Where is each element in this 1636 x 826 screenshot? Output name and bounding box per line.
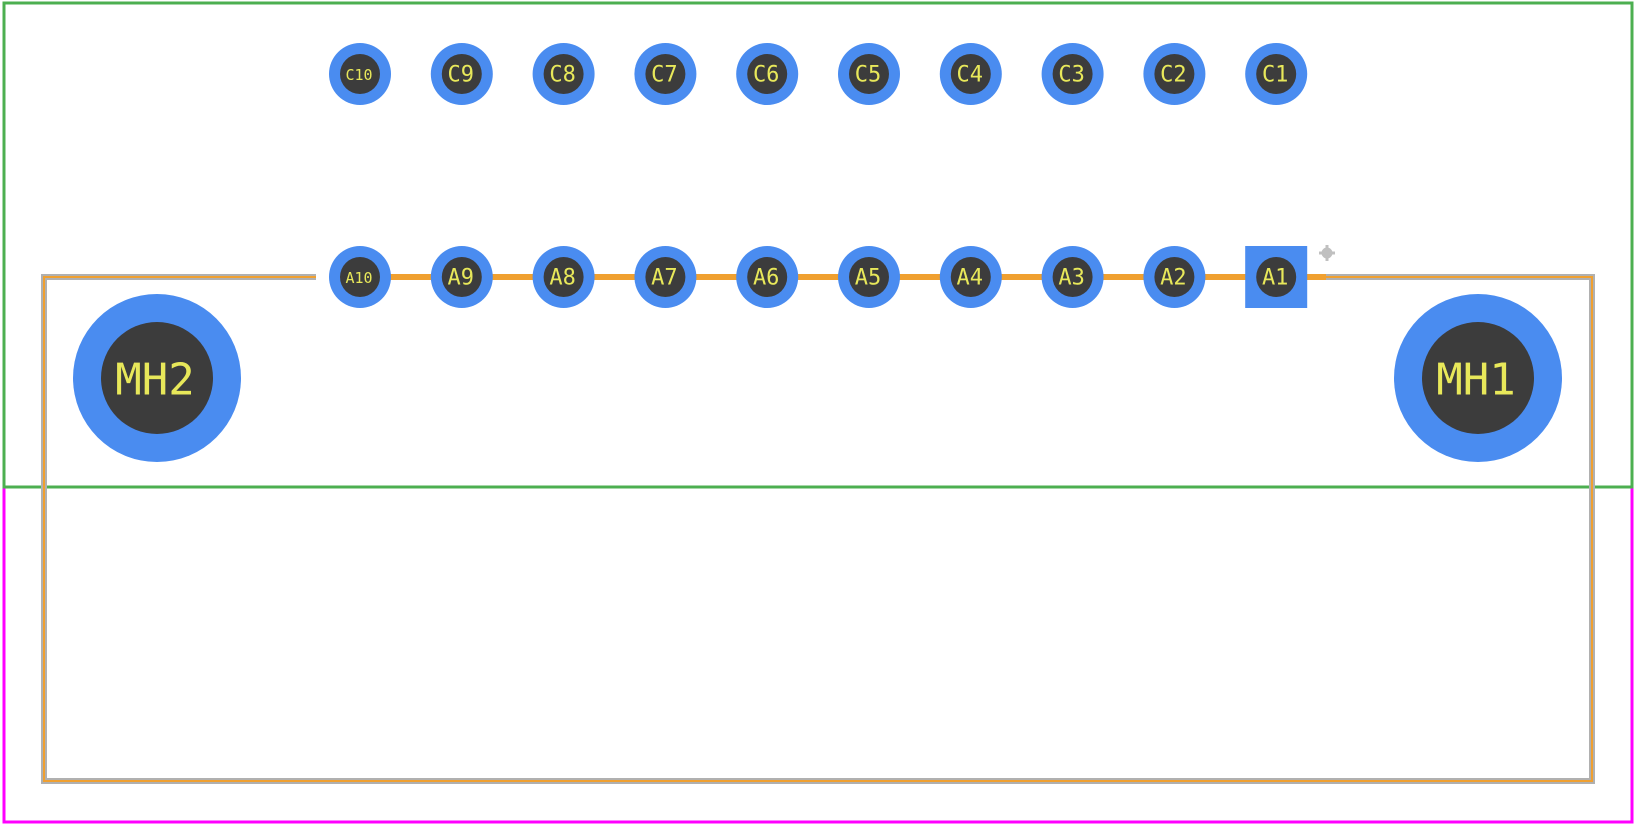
pad-c10[interactable]: C10 [329, 43, 391, 105]
pad-c9-drill [441, 54, 482, 94]
pad-c6-drill [747, 54, 788, 94]
pad-a9-drill [441, 257, 482, 297]
pad-a7-drill [645, 257, 686, 297]
pad-a5-drill [849, 257, 889, 297]
pad-a6-drill [747, 257, 788, 297]
pad-c1-drill [1256, 54, 1297, 94]
silkscreen-outline [43, 276, 1593, 782]
pad-a10-drill [340, 257, 380, 297]
pad-a4-label: A4 [957, 266, 984, 291]
pad-a10[interactable]: A10 [329, 246, 391, 308]
pad-a7-label: A7 [651, 266, 678, 291]
pad-a1-drill [1256, 257, 1297, 297]
pad-row-c: C10 C9 C8 C7 C6 C5 C4 C3 C2 C1 [329, 43, 1308, 105]
pad-c1-label: C1 [1262, 63, 1289, 88]
pad-c5[interactable]: C5 [838, 43, 900, 105]
pad-c3[interactable]: C3 [1041, 43, 1104, 105]
mounting-hole-left[interactable]: MH2 [73, 294, 241, 462]
pad-a5[interactable]: A5 [838, 246, 900, 308]
body-outline [41, 274, 1595, 784]
pad-c4[interactable]: C4 [939, 43, 1002, 105]
pad-a4-drill [950, 257, 991, 297]
pad-a1[interactable]: A1 [1245, 246, 1308, 308]
pad-c9-label: C9 [448, 63, 475, 88]
pad-c10-label: C10 [345, 66, 372, 84]
pad-a9-label: A9 [448, 266, 475, 291]
pad-a6-label: A6 [753, 266, 780, 291]
pad-c7-drill [645, 54, 686, 94]
pad-c1[interactable]: C1 [1245, 43, 1308, 105]
pad-c9[interactable]: C9 [430, 43, 493, 105]
pad-a7[interactable]: A7 [634, 246, 697, 308]
pad-a4[interactable]: A4 [939, 246, 1002, 308]
pad-c3-drill [1052, 54, 1093, 94]
pad-c4-drill [950, 54, 991, 94]
pad-a3[interactable]: A3 [1041, 246, 1104, 308]
pad-a3-label: A3 [1058, 266, 1085, 291]
pad-a8[interactable]: A8 [532, 246, 595, 308]
mounting-hole-left-label: MH2 [115, 355, 194, 406]
pad-c8-label: C8 [549, 63, 576, 88]
pad-c7-label: C7 [651, 63, 678, 88]
pad-c8-drill [543, 54, 584, 94]
pad-a3-drill [1052, 257, 1093, 297]
pad-c5-drill [849, 54, 889, 94]
pad-a2-drill [1154, 257, 1195, 297]
pad-c2-label: C2 [1160, 63, 1187, 88]
pad-c5-label: C5 [855, 63, 882, 88]
pad-a9[interactable]: A9 [430, 246, 493, 308]
mounting-hole-right-label: MH1 [1436, 355, 1515, 406]
pad-c10-drill [340, 54, 380, 94]
pad-a2-label: A2 [1160, 266, 1187, 291]
pad-a8-drill [543, 257, 584, 297]
pad-a6[interactable]: A6 [736, 246, 799, 308]
pad-row-a: A10 A9 A8 A7 A6 A5 A4 A3 A2 A1 [329, 246, 1308, 308]
pad-a8-label: A8 [549, 266, 576, 291]
pad-a1-label: A1 [1262, 266, 1289, 291]
pad-a2[interactable]: A2 [1143, 246, 1206, 308]
pad-c6[interactable]: C6 [736, 43, 799, 105]
pad-a5-label: A5 [855, 266, 882, 291]
pad-c4-label: C4 [957, 63, 984, 88]
pad-c6-label: C6 [753, 63, 780, 88]
pad-a10-label: A10 [345, 269, 372, 287]
mounting-hole-right[interactable]: MH1 [1394, 294, 1562, 462]
courtyard-outline [2, 1, 1634, 489]
pad-c2-drill [1154, 54, 1195, 94]
pad-c8[interactable]: C8 [532, 43, 595, 105]
pad-c7[interactable]: C7 [634, 43, 697, 105]
pad-c3-label: C3 [1058, 63, 1085, 88]
pad-c2[interactable]: C2 [1143, 43, 1206, 105]
pin1-marker [1319, 245, 1335, 261]
